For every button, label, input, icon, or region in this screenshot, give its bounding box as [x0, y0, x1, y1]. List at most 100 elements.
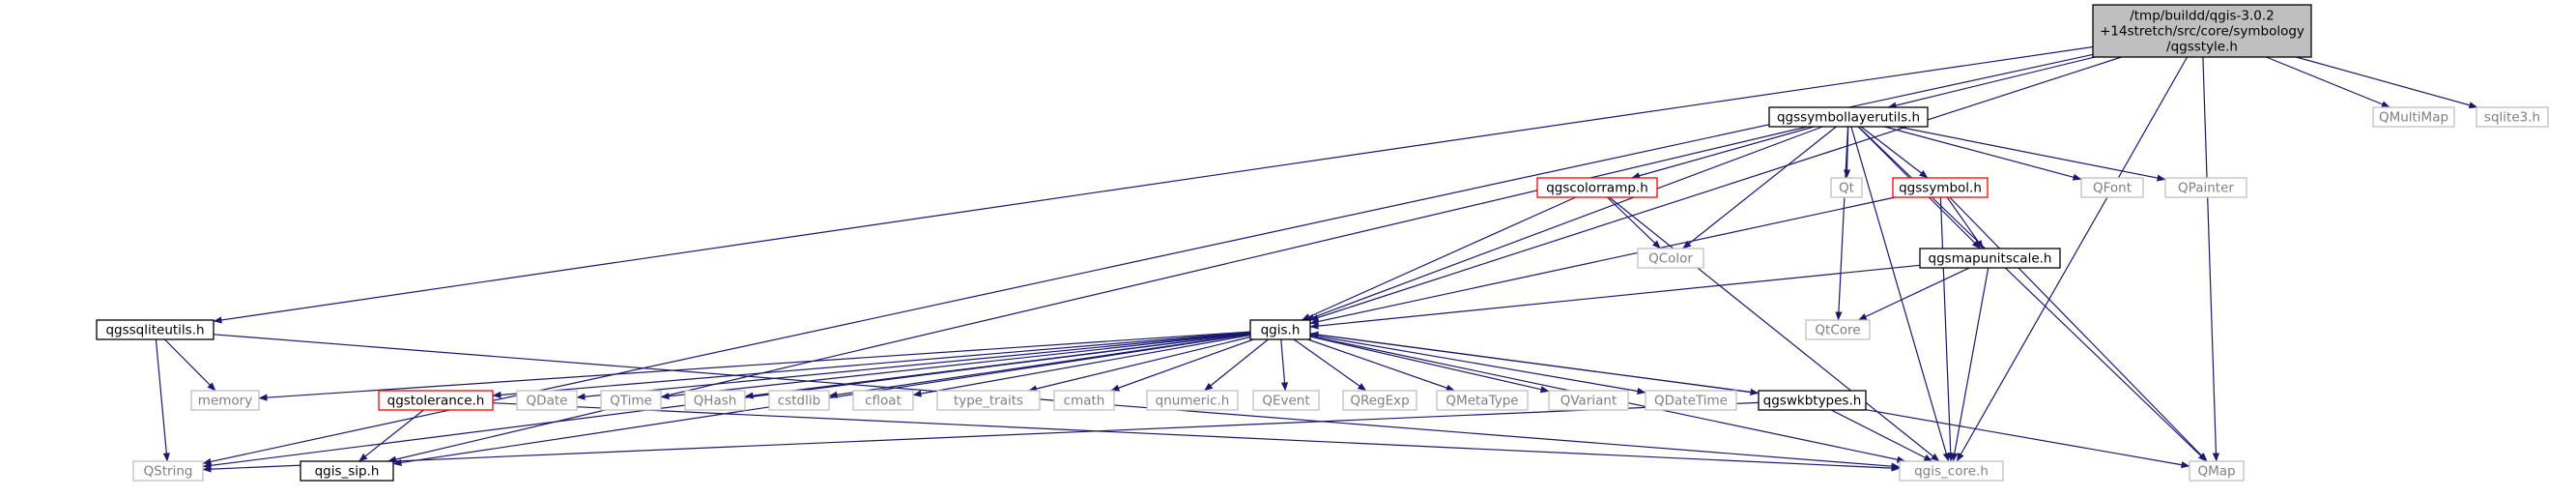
edge-qgis-to-cfloat — [912, 334, 1251, 397]
edge-qgis-to-cmath — [1110, 338, 1254, 392]
node-qcolor: QColor — [1637, 248, 1704, 269]
node-label-qgssqliteutils: qgssqliteutils.h — [105, 323, 204, 338]
node-qgswkbtypes[interactable]: qgswkbtypes.h — [1758, 390, 1867, 411]
node-label-root-line-2: +14stretch/src/core/symbology — [2100, 24, 2304, 40]
node-box-type_traits — [936, 390, 1041, 411]
node-qdatetime: QDateTime — [1645, 390, 1737, 411]
node-label-qgis: qgis.h — [1261, 323, 1301, 338]
edge-qgssqliteutils-to-qstring — [155, 338, 170, 462]
node-qregexp: QRegExp — [1342, 390, 1417, 411]
node-box-cmath — [1053, 390, 1115, 411]
node-label-qnumeric: qnumeric.h — [1156, 394, 1230, 409]
node-box-qmap — [2189, 460, 2245, 482]
edge-qgswkbtypes-to-qmap — [1865, 409, 2190, 469]
node-label-qgssymbol: qgssymbol.h — [1899, 181, 1982, 196]
node-root[interactable]: /tmp/buildd/qgis-3.0.2+14stretch/src/cor… — [2092, 4, 2312, 58]
node-cmath: cmath — [1053, 390, 1115, 411]
node-qmultimap: QMultiMap — [2372, 106, 2455, 128]
edge-qgis-to-qmetatype — [1307, 338, 1455, 392]
node-box-qgssymbol — [1892, 177, 1989, 198]
node-qgssqliteutils[interactable]: qgssqliteutils.h — [96, 319, 215, 340]
node-label-qgstolerance: qgstolerance.h — [387, 394, 485, 409]
edge-qgssymbollayerutils-to-qgssymbol — [1860, 126, 1929, 179]
edge-qgsmapunitscale-to-qtcore — [1857, 267, 1970, 321]
node-box-qmetatype — [1436, 390, 1529, 411]
node-box-qgswkbtypes — [1758, 390, 1867, 411]
node-label-qvariant: QVariant — [1560, 394, 1617, 409]
node-qgis_sip[interactable]: qgis_sip.h — [300, 460, 394, 482]
node-box-qtime — [600, 390, 662, 411]
node-qgscolorramp: qgscolorramp.h — [1536, 177, 1658, 198]
edge-qgsmapunitscale-to-qgis_core — [1951, 267, 1989, 462]
edge-qgsmapunitscale-to-qgis — [1309, 264, 1921, 330]
node-cstdlib: cstdlib — [768, 390, 830, 411]
node-label-qpainter: QPainter — [2178, 181, 2234, 196]
node-qgssymbollayerutils[interactable]: qgssymbollayerutils.h — [1768, 106, 1929, 128]
node-label-type_traits: type_traits — [954, 394, 1023, 409]
node-label-qgis_sip: qgis_sip.h — [315, 464, 380, 480]
node-label-qtcore: QtCore — [1815, 323, 1860, 338]
edge-qgssymbollayerutils-to-qfont — [1884, 126, 2082, 181]
node-box-qdatetime — [1645, 390, 1737, 411]
node-label-sqlite3: sqlite3.h — [2484, 110, 2540, 126]
node-box-cstdlib — [768, 390, 830, 411]
node-qstring: QString — [132, 460, 204, 482]
edge-root-to-sqlite3 — [2296, 56, 2478, 109]
edge-qgis-to-qdate — [576, 332, 1251, 400]
node-box-qmultimap — [2372, 106, 2455, 128]
edge-qgstolerance-to-qgis_core — [492, 402, 1901, 472]
edge-root-to-qmultimap — [2266, 56, 2390, 108]
node-box-qgis — [1249, 319, 1311, 340]
node-sqlite3: sqlite3.h — [2476, 106, 2549, 128]
node-memory: memory — [190, 390, 260, 411]
node-label-root-line-3: /qgsstyle.h — [2166, 40, 2238, 55]
node-label-qdatetime: QDateTime — [1654, 394, 1728, 409]
node-label-qcolor: QColor — [1648, 251, 1693, 267]
node-qgstolerance: qgstolerance.h — [378, 390, 494, 411]
edge-qgssymbollayerutils-to-qgscolorramp — [1631, 126, 1815, 180]
node-qevent: QEvent — [1252, 390, 1320, 411]
node-qgis[interactable]: qgis.h — [1249, 319, 1311, 340]
edge-qgssymbollayerutils-to-qcolor — [1682, 126, 1837, 249]
edge-root-to-qmap — [2202, 56, 2220, 462]
node-label-cmath: cmath — [1064, 394, 1105, 409]
edge-root-to-qgis — [1309, 56, 2122, 321]
edge-qgssymbollayerutils-to-qgis_core — [1850, 126, 1950, 462]
edge-qgssymbol-to-qmap — [1949, 196, 2208, 462]
edge-qgis-to-qnumeric — [1204, 338, 1269, 392]
node-label-qmetatype: QMetaType — [1445, 394, 1518, 409]
node-label-memory: memory — [198, 394, 252, 409]
node-label-root-line-1: /tmp/buildd/qgis-3.0.2 — [2130, 9, 2275, 24]
node-cfloat: cfloat — [852, 390, 914, 411]
node-qgis_core: qgis_core.h — [1899, 460, 2004, 482]
node-label-cfloat: cfloat — [865, 394, 902, 409]
node-label-qmap: QMap — [2197, 464, 2235, 480]
edge-qgswkbtypes-to-qgis — [1309, 331, 1760, 395]
edge-qgis-to-qevent — [1280, 338, 1289, 392]
edge-qgis-to-type_traits — [1027, 336, 1251, 393]
node-label-qfont: QFont — [2093, 181, 2132, 196]
edge-qgscolorramp-to-qgis_core — [1609, 196, 1940, 462]
node-label-qgis_core: qgis_core.h — [1914, 464, 1989, 480]
edge-qgscolorramp-to-qgis — [1301, 196, 1576, 321]
node-box-sqlite3 — [2476, 106, 2549, 128]
edge-qgssymbol-to-qgsmapunitscale — [1946, 196, 1984, 249]
node-qnumeric: qnumeric.h — [1146, 390, 1239, 411]
node-box-cfloat — [852, 390, 914, 411]
node-box-qt — [1830, 177, 1863, 198]
node-box-qstring — [132, 460, 204, 482]
edge-qgswkbtypes-to-qgis_core — [1830, 409, 1933, 462]
file-nodes: /tmp/buildd/qgis-3.0.2+14stretch/src/cor… — [96, 4, 2549, 482]
edge-qgssymbollayerutils-to-qtcore — [1835, 126, 1849, 321]
node-qgsmapunitscale[interactable]: qgsmapunitscale.h — [1919, 248, 2061, 269]
node-qfont: QFont — [2080, 177, 2144, 198]
node-qmetatype: QMetaType — [1436, 390, 1529, 411]
edge-qgis-to-qdatetime — [1309, 334, 1646, 395]
node-box-qgssqliteutils — [96, 319, 215, 340]
node-label-qtime: QTime — [610, 394, 652, 409]
edge-qgis-to-qtime — [660, 332, 1251, 400]
node-label-qgssymbollayerutils: qgssymbollayerutils.h — [1777, 110, 1920, 126]
node-box-qhash — [684, 390, 746, 411]
node-box-qpainter — [2164, 177, 2247, 198]
